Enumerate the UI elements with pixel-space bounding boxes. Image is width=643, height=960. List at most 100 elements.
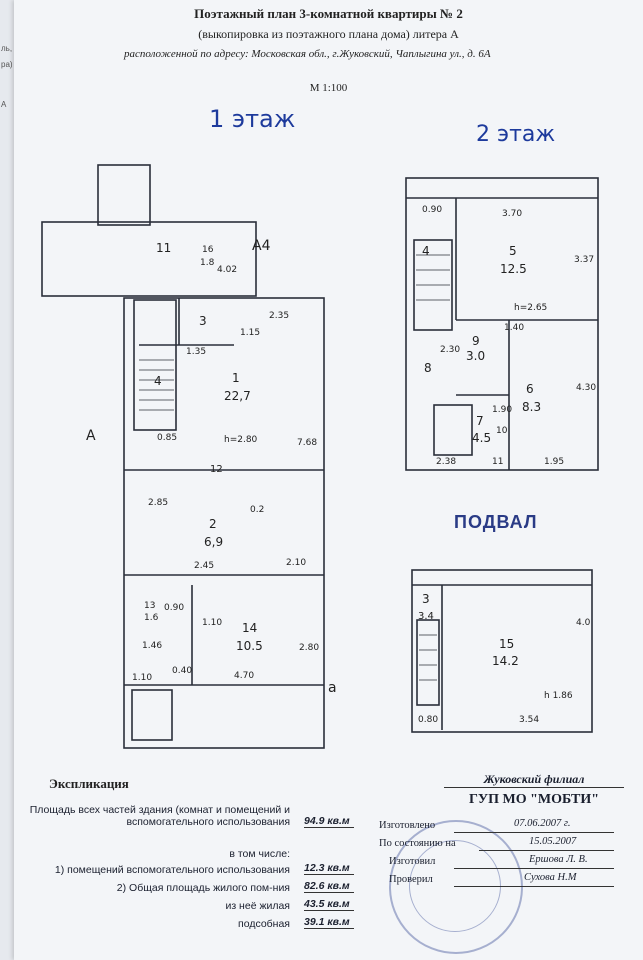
maker-value: Ершова Л. В.	[529, 854, 588, 865]
dim-f1-6: 2.85	[148, 498, 168, 508]
dim-f1-2: 1.15	[240, 328, 260, 338]
branch-block: Жуковский филиал ГУП МО "МОБТИ"	[444, 772, 624, 808]
strip-text-2: ра)	[1, 60, 13, 69]
room-8-num: 8	[424, 361, 432, 375]
label-a4: А4	[252, 238, 271, 254]
label-a-small: а	[328, 680, 337, 696]
room-1-area: 22,7	[224, 389, 251, 403]
dim-f1-0: 2.35	[269, 311, 289, 321]
label-a-left: А	[86, 428, 96, 444]
checker-line	[454, 886, 614, 887]
dim-f1-12: 4.70	[234, 671, 254, 681]
basement-label: ПОДВАЛ	[454, 512, 538, 532]
dim-b-1: h 1.86	[544, 691, 573, 701]
dim-f2-5: 2.30	[440, 345, 460, 355]
strip-text-3: А	[1, 100, 7, 109]
dim-f1-15: 0.40	[172, 666, 192, 676]
dim-f1-3: 0.85	[157, 433, 177, 443]
dim-f1-4: h=2.80	[224, 435, 258, 445]
expl-row-3-label: 2) Общая площадь жилого пом-ния	[116, 882, 290, 894]
dim-f2-2: 3.37	[574, 255, 594, 265]
made-line	[454, 832, 614, 833]
room-13-area: 1.6	[144, 613, 159, 623]
made-label: Изготовлено	[379, 820, 436, 831]
basement-room-3-area: 3.4	[418, 611, 434, 622]
expl-row-4-label: из неё жилая	[225, 900, 290, 912]
scale-label: М 1:100	[309, 82, 348, 94]
dim-b-2: 0.80	[418, 715, 438, 725]
checker-label: Проверил	[389, 874, 433, 885]
f1-outline	[123, 297, 325, 749]
dim-f2-4: 1.40	[504, 323, 524, 333]
expl-row-0-value: 94.9 кв.м	[304, 815, 354, 828]
dim-f1-5: 7.68	[297, 438, 317, 448]
dim-f2-8: 2.38	[436, 457, 456, 467]
dim-f1-11: 1.10	[202, 618, 222, 628]
room-13-num: 13	[144, 601, 155, 611]
dim-f2-0: 0.90	[422, 205, 442, 215]
room-2-num: 2	[209, 517, 217, 531]
room-15-num: 15	[499, 637, 514, 651]
strip-text-1: ль,	[1, 44, 13, 53]
page-subtitle: (выкопировка из поэтажного плана дома) л…	[198, 27, 459, 41]
dim-f2-1: 3.70	[502, 209, 522, 219]
explication-title: Экспликация	[49, 776, 129, 791]
dim-f1-1: 1.35	[186, 347, 206, 357]
page-title: Поэтажный план 3-комнатной квартиры № 2	[194, 6, 463, 21]
dim-f1-17: 4.02	[217, 265, 237, 275]
room-4-num: 4	[154, 374, 162, 388]
expl-row-5-label: подсобная	[238, 918, 290, 930]
room-5-num: 5	[509, 244, 517, 258]
f2-room-4-num: 4	[422, 244, 430, 258]
dim-b-0: 4.0	[576, 618, 591, 628]
basement-room-3-num: 3	[422, 592, 430, 606]
f2-outline	[405, 177, 599, 471]
dim-f2-9: 1.95	[544, 457, 564, 467]
branch-line-2: ГУП МО "МОБТИ"	[468, 792, 600, 807]
made-value: 07.06.2007 г.	[514, 818, 571, 829]
state-value: 15.05.2007	[529, 836, 577, 847]
room-14-num: 14	[242, 621, 257, 635]
document-sheet: Поэтажный план 3-комнатной квартиры № 2 …	[14, 0, 643, 960]
dim-f2-6: 4.30	[576, 383, 596, 393]
room-15-area: 14.2	[492, 654, 519, 668]
address-line: расположенной по адресу: Московская обл.…	[124, 48, 491, 60]
room-6-num: 6	[526, 382, 534, 396]
f2-room-11-num: 11	[492, 457, 503, 467]
branch-line-1: Жуковский филиал	[444, 772, 624, 788]
room-11-num: 11	[156, 241, 171, 255]
room-10-num: 10	[496, 426, 508, 436]
dim-f1-13: 2.80	[299, 643, 319, 653]
room-3-num: 3	[199, 314, 207, 328]
room-1-num: 1	[232, 371, 240, 385]
dim-f1-8: 2.45	[194, 561, 214, 571]
checker-value: Сухова Н.М	[524, 872, 577, 883]
dim-f2-7: 1.90	[492, 405, 512, 415]
expl-row-3-value: 82.6 кв.м	[304, 880, 354, 893]
floor-1-label: 1 этаж	[209, 105, 296, 133]
dim-f1-16: 1.10	[132, 673, 152, 683]
state-label: По состоянию на	[379, 838, 456, 849]
state-line	[479, 850, 614, 851]
expl-row-1-label: в том числе:	[229, 848, 290, 860]
dim-f1-9: 2.10	[286, 558, 306, 568]
expl-row-4-value: 43.5 кв.м	[304, 898, 354, 911]
expl-row-2-label: 1) помещений вспомогательного использова…	[54, 864, 290, 876]
dim-f1-14: 0.90	[164, 603, 184, 613]
maker-label: Изготовил	[389, 856, 436, 867]
room-9-area: 3.0	[466, 349, 485, 363]
room-7-area: 4.5	[472, 431, 491, 445]
dim-f1-10: 1.46	[142, 641, 162, 651]
expl-row-5-value: 39.1 кв.м	[304, 916, 354, 929]
room-9-num: 9	[472, 334, 480, 348]
room-5-area: 12.5	[500, 262, 527, 276]
expl-row-2-value: 12.3 кв.м	[304, 862, 354, 875]
room-7-num: 7	[476, 414, 484, 428]
room-6-area: 8.3	[522, 400, 541, 414]
dim-b-3: 3.54	[519, 715, 539, 725]
round-stamp	[389, 820, 523, 954]
maker-line	[454, 868, 614, 869]
dim-f1-7: 0.2	[250, 505, 264, 515]
left-page-strip: ль, ра) А	[0, 0, 15, 960]
expl-row-0-label: Площадь всех частей здания (комнат и пом…	[29, 804, 290, 828]
